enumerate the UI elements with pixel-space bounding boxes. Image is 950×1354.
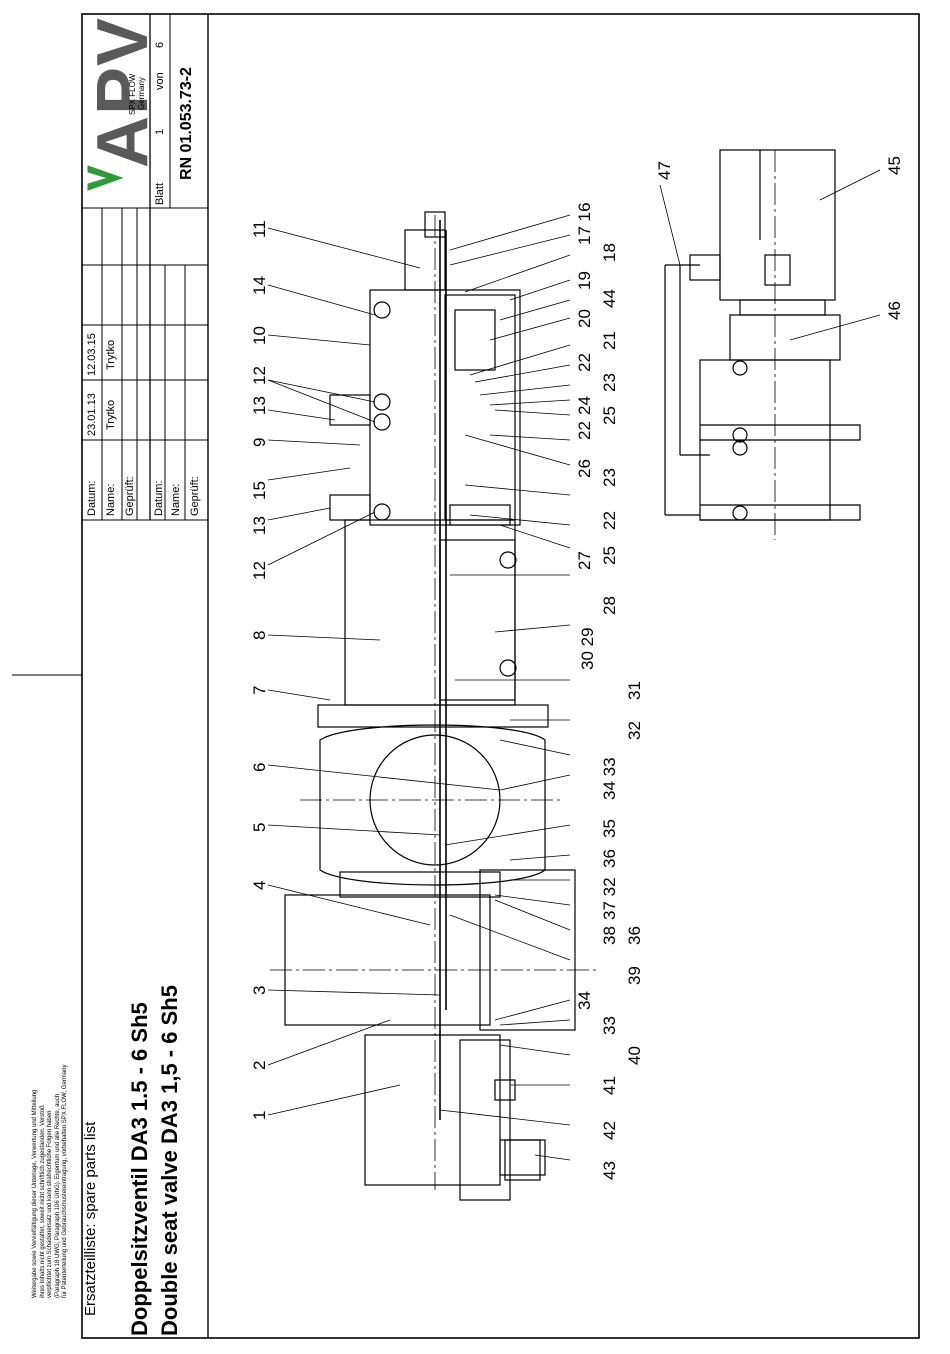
position-label: 22 [600, 511, 619, 530]
position-label: 19 [575, 271, 594, 290]
position-label: 45 [885, 156, 904, 175]
position-label: 22 [575, 353, 594, 372]
position-label: 36 [625, 926, 644, 945]
position-label: 38 [600, 926, 619, 945]
valve-housing [284, 704, 576, 1201]
leader-lines-detail [659, 169, 881, 341]
actuator-cylinder [344, 519, 517, 706]
position-label: 40 [625, 1046, 644, 1065]
position-label: 37 32 [600, 877, 619, 920]
position-label: 11 [250, 220, 269, 238]
position-label: 7 [250, 685, 269, 695]
approval-label-checked: Geprüft: [189, 476, 201, 516]
position-label: 21 [600, 331, 619, 350]
position-label: 2 [250, 1060, 269, 1070]
approval-label-name: Name: [170, 483, 182, 516]
approval-label-date: Datum: [153, 480, 165, 516]
position-label: 33 [600, 1016, 619, 1035]
position-label: 12 [250, 561, 269, 580]
position-label: 44 [600, 289, 619, 308]
position-label: 25 [600, 406, 619, 425]
leader-lines-left [267, 227, 501, 1116]
logo-chevron-icon [87, 165, 124, 191]
position-label: 8 [250, 630, 269, 640]
copyright-note: Weitergabe sowie Vervielfältigung dieser… [32, 1064, 68, 1298]
revision-label-name: Name: [105, 483, 117, 516]
actuator-upper [329, 211, 521, 526]
document-number: RN 01.053.73-2 [178, 67, 195, 180]
position-label: 43 [600, 1161, 619, 1180]
title-english: Double seat valve DA3 1,5 - 6 Sh5 [157, 985, 182, 1336]
position-label: 46 [885, 301, 904, 320]
position-label: 5 [250, 822, 269, 832]
position-label: 15 [250, 481, 269, 500]
position-label: 4 [250, 880, 269, 890]
position-label: 32 [625, 721, 644, 740]
position-label: 3 [250, 985, 269, 995]
position-label: 24 [575, 396, 594, 415]
title-german: Doppelsitzventil DA3 1.5 - 6 Sh5 [127, 1002, 152, 1336]
position-label: 6 [250, 762, 269, 772]
sheet-total: 6 [154, 41, 166, 48]
position-label: 35 [600, 819, 619, 838]
position-label: 23 [600, 468, 619, 487]
position-label: 30 29 [578, 627, 597, 670]
position-label: 47 [655, 161, 674, 180]
position-label: 42 [600, 1121, 619, 1140]
position-label: 22 [575, 421, 594, 440]
position-label: 36 [600, 849, 619, 868]
drawing-frame [81, 13, 920, 1339]
valve-stem [439, 220, 447, 1120]
company-logo: APV [83, 16, 163, 168]
position-label: 27 [575, 551, 594, 570]
position-label: 14 [250, 276, 269, 295]
revision-name-2: Trytko [105, 339, 117, 370]
position-label: 28 [600, 596, 619, 615]
position-label: 34 [575, 991, 594, 1010]
sheet-of-label: von [154, 72, 166, 90]
revision-label-date: Datum: [86, 480, 98, 516]
position-label: 17 16 [575, 202, 594, 245]
detail-drawing [664, 149, 861, 521]
position-label: 1 [250, 1110, 269, 1120]
position-label: 39 [625, 966, 644, 985]
position-label: 25 [600, 546, 619, 565]
position-label: 9 [250, 437, 269, 447]
position-label: 13 [250, 396, 269, 415]
position-label: 10 [250, 326, 269, 345]
revision-name-1: Trytko [105, 399, 117, 430]
leader-lines-right [439, 214, 571, 1161]
position-label: 41 [600, 1076, 619, 1095]
sheet-number: 1 [154, 128, 166, 135]
position-label: 26 [575, 459, 594, 478]
position-label: 13 [250, 516, 269, 535]
revision-date-1: 23.01.13 [86, 393, 98, 436]
position-label: 18 [600, 243, 619, 262]
logo-company: SPX FLOW [128, 73, 137, 115]
position-label: 23 [600, 373, 619, 392]
position-label: 34 33 [600, 757, 619, 800]
leakage-outlet [494, 1079, 546, 1176]
position-label: 31 [625, 681, 644, 700]
position-label: 12 [250, 366, 269, 385]
logo-country: Germany [137, 77, 146, 110]
revision-date-2: 12.03.15 [86, 333, 98, 376]
subtitle: Ersatzteilliste: spare parts list [82, 1121, 99, 1316]
sheet-label: Blatt [154, 182, 166, 205]
revision-label-checked: Geprüft: [124, 476, 136, 516]
position-label: 20 [575, 309, 594, 328]
